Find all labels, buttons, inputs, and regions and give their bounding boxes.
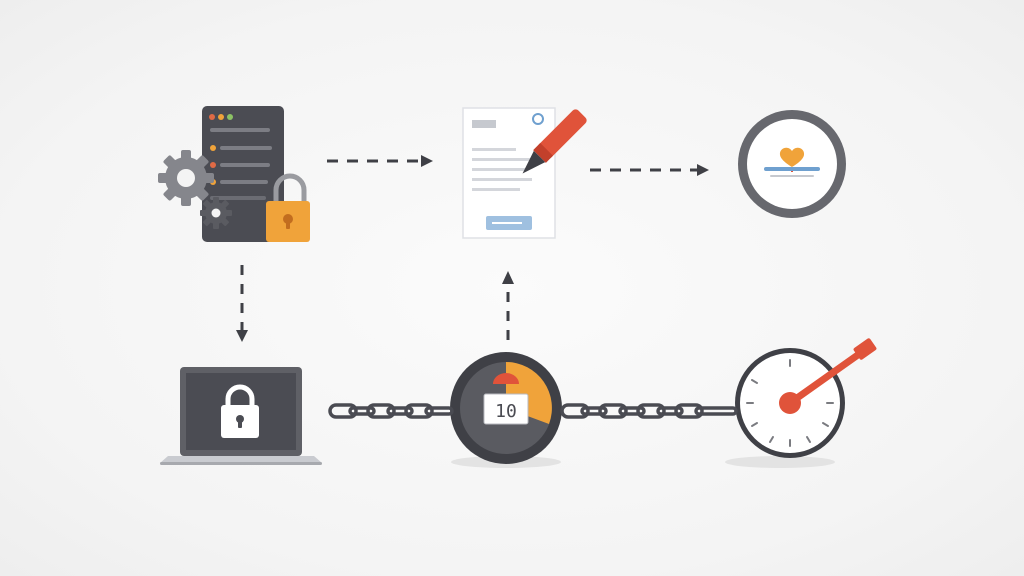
chain-icon	[328, 403, 454, 419]
gauge-icon	[725, 338, 877, 468]
approval-badge-icon	[738, 110, 846, 218]
gear-icon	[158, 150, 232, 229]
arrow-server-to-document	[327, 155, 433, 167]
timer-label: 10	[495, 401, 517, 422]
arrow-server-to-laptop	[236, 265, 248, 342]
padlock-icon	[266, 173, 310, 242]
pen-icon	[522, 109, 587, 174]
chain-icon	[560, 403, 738, 419]
arrow-timer-to-document	[502, 271, 514, 340]
timer-icon: 10	[450, 352, 562, 468]
arrow-document-to-badge	[590, 164, 709, 176]
laptop-lock-icon	[160, 367, 322, 465]
document-icon	[462, 107, 556, 239]
